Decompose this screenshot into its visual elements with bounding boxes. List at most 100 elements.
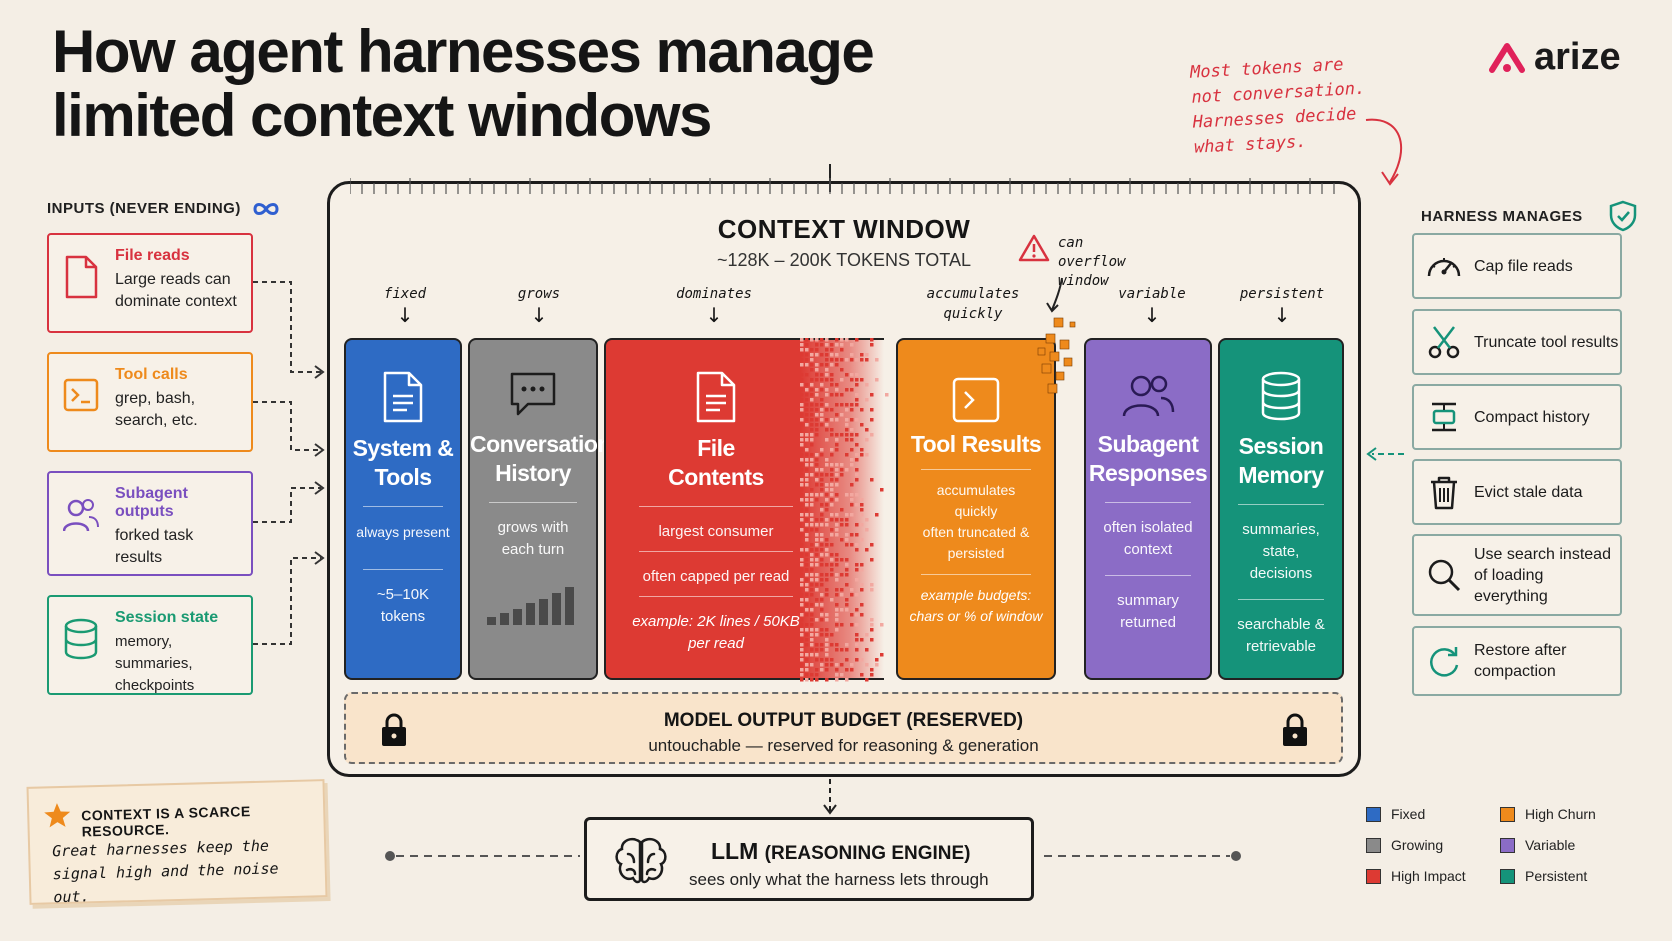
overflow-pixel xyxy=(865,663,869,667)
llm-title: LLM (REASONING ENGINE) xyxy=(711,838,971,864)
overflow-pixel xyxy=(835,483,839,487)
overflow-pixel xyxy=(855,393,859,397)
overflow-pixel xyxy=(855,543,859,547)
overflow-pixel xyxy=(810,613,814,617)
overflow-pixel xyxy=(850,428,854,432)
overflow-pixel xyxy=(800,618,804,622)
legend-swatch xyxy=(1500,868,1515,884)
overflow-pixel xyxy=(845,423,849,427)
overflow-pixel xyxy=(880,488,884,492)
overflow-pixel xyxy=(830,383,834,387)
column-desc: summaries, state, decisions xyxy=(1242,521,1320,582)
overflow-pixel xyxy=(815,373,819,377)
overflow-pixel xyxy=(800,358,804,362)
overflow-pixel xyxy=(810,578,814,582)
overflow-pixel xyxy=(810,643,814,647)
overflow-pixel xyxy=(860,358,864,362)
overflow-pixel xyxy=(820,378,824,382)
overflow-pixel xyxy=(810,558,814,562)
overflow-pixel xyxy=(810,628,814,632)
brand-name: arize xyxy=(1534,36,1621,78)
overflow-pixel xyxy=(840,343,844,347)
column-desc: often truncated & persisted xyxy=(922,524,1030,561)
column-name: Conversation History xyxy=(470,431,611,486)
overflow-pixel xyxy=(825,393,829,397)
overflow-pixel xyxy=(845,418,849,422)
overflow-pixel xyxy=(820,418,824,422)
overflow-pixel xyxy=(805,658,809,662)
overflow-pixel xyxy=(810,573,814,577)
input-desc: Large reads can dominate context xyxy=(115,271,237,310)
overflow-pixel xyxy=(805,643,809,647)
overflow-pixel xyxy=(855,383,859,387)
overflow-pixel xyxy=(885,393,889,397)
column-name: Tool Results xyxy=(910,431,1042,457)
overflow-pixel xyxy=(805,603,809,607)
overflow-pixel xyxy=(850,373,854,377)
overflow-pixel xyxy=(825,408,829,412)
overflow-pixel xyxy=(870,408,874,412)
overflow-pixel xyxy=(805,338,809,342)
overflow-pixel xyxy=(860,508,864,512)
overflow-pixel xyxy=(860,658,864,662)
overflow-pixel xyxy=(810,678,814,682)
overflow-pixel xyxy=(850,408,854,412)
overflow-pixel xyxy=(845,518,849,522)
overflow-pixel xyxy=(845,428,849,432)
overflow-pixel xyxy=(820,338,824,342)
overflow-pixel xyxy=(815,353,819,357)
overflow-pixel xyxy=(845,608,849,612)
overflow-pixel xyxy=(805,523,809,527)
overflow-pixel xyxy=(855,398,859,402)
overflow-pixel xyxy=(830,418,834,422)
overflow-pixel xyxy=(815,563,819,567)
divider xyxy=(1238,599,1324,600)
overflow-pixel xyxy=(830,513,834,517)
harness-use-search: Use search instead of loading everything xyxy=(1412,534,1622,616)
overflow-pixel xyxy=(825,423,829,427)
overflow-pixel xyxy=(825,353,829,357)
overflow-pixel xyxy=(855,533,859,537)
overflow-pixel xyxy=(860,363,864,367)
overflow-pixel xyxy=(800,558,804,562)
overflow-pixel xyxy=(810,588,814,592)
overflow-note: can overflow window xyxy=(1058,235,1126,289)
overflow-pixel xyxy=(810,363,814,367)
overflow-pixel xyxy=(805,458,809,462)
overflow-pixel xyxy=(815,583,819,587)
overflow-pixel xyxy=(820,603,824,607)
overflow-pixel xyxy=(810,428,814,432)
overflow-pixel xyxy=(815,403,819,407)
overflow-pixel xyxy=(845,538,849,542)
overflow-pixel xyxy=(835,443,839,447)
overflow-pixel xyxy=(820,448,824,452)
overflow-pixel xyxy=(820,598,824,602)
overflow-pixel xyxy=(830,493,834,497)
overflow-pixel xyxy=(800,403,804,407)
label-variable: variable↓ xyxy=(1092,284,1212,326)
overflow-pixel xyxy=(800,463,804,467)
legend-swatch xyxy=(1366,806,1381,822)
overflow-pixel xyxy=(820,663,824,667)
overflow-pixel xyxy=(835,478,839,482)
overflow-pixel xyxy=(825,458,829,462)
overflow-pixel xyxy=(825,628,829,632)
page-title: How agent harnesses manage limited conte… xyxy=(52,18,875,149)
overflow-pixel xyxy=(830,358,834,362)
overflow-pixel xyxy=(805,638,809,642)
context-window-subtitle: ~128K – 200K TOKENS TOTAL xyxy=(717,250,971,270)
overflow-pixel xyxy=(810,458,814,462)
overflow-pixel xyxy=(855,433,859,437)
overflow-pixel xyxy=(830,478,834,482)
overflow-pixel xyxy=(860,638,864,642)
overflow-pixel xyxy=(870,588,874,592)
legend-item-variable: Variable xyxy=(1500,837,1575,853)
overflow-pixel xyxy=(825,648,829,652)
overflow-pixel xyxy=(805,678,809,682)
overflow-pixel xyxy=(810,648,814,652)
overflow-pixel xyxy=(820,558,824,562)
overflow-pixel xyxy=(840,573,844,577)
overflow-pixel xyxy=(865,353,869,357)
overflow-pixel xyxy=(850,503,854,507)
overflow-pixel xyxy=(805,383,809,387)
